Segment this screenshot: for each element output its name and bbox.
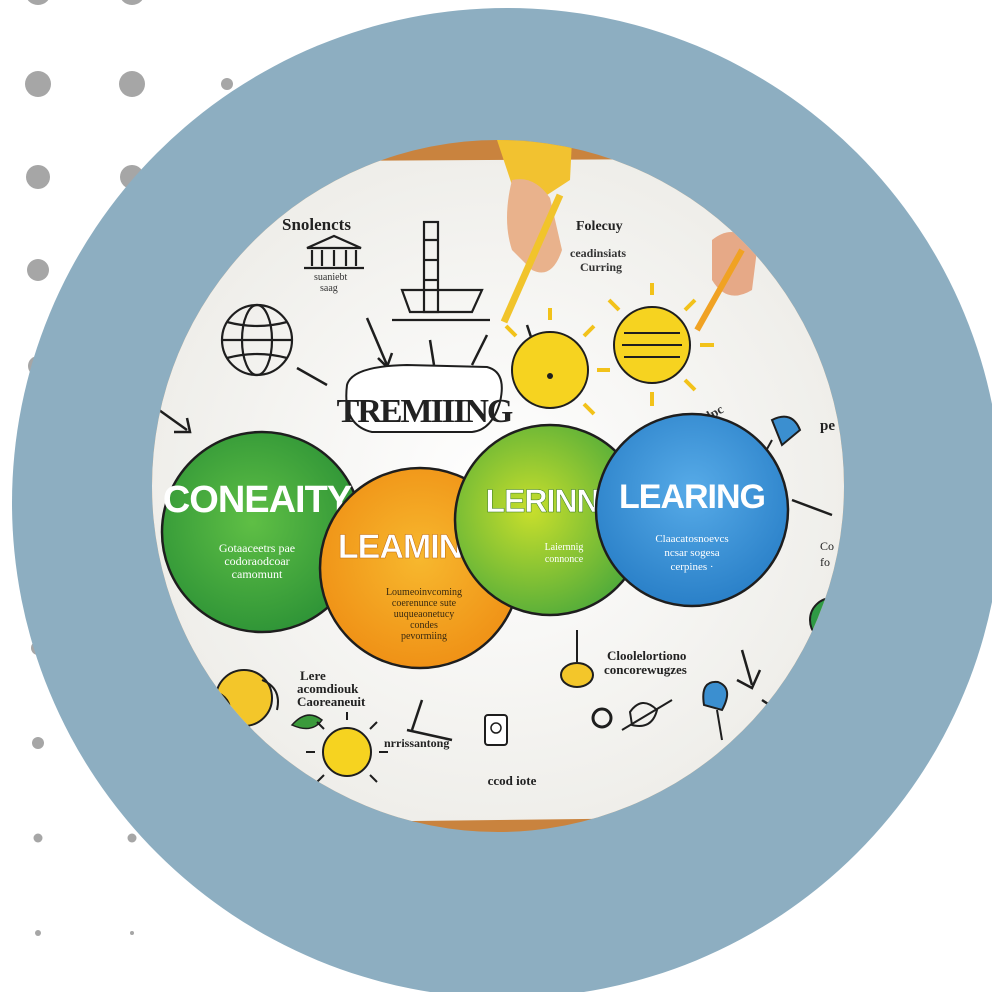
label-bottom-mid: nrrissantong xyxy=(384,736,449,750)
pin-icon xyxy=(702,680,729,741)
circle-learing-heading: LEARING xyxy=(619,478,765,516)
label-bottom-center: ccod iote xyxy=(488,773,537,788)
ring-icon xyxy=(591,707,613,729)
sun-icon-bottom xyxy=(306,712,388,783)
building-icon xyxy=(304,234,364,270)
hand-left xyxy=(497,140,572,324)
label-top-left: Snolencts xyxy=(282,215,351,234)
tower-icon xyxy=(392,220,490,322)
tablet-icon xyxy=(484,714,508,746)
coin-icon xyxy=(560,630,594,688)
hand-right xyxy=(694,232,757,332)
sun-icon-center xyxy=(504,308,610,416)
label-top-right: Folecuy xyxy=(576,219,623,234)
sun-icon-right xyxy=(607,283,714,406)
circle-conceality-heading: CONEAITY xyxy=(163,479,352,521)
globe-icon xyxy=(220,303,294,377)
tool-sketch xyxy=(621,699,673,731)
title-text: TREMIIING xyxy=(337,393,513,430)
label-right-edge: pe xyxy=(820,418,835,434)
